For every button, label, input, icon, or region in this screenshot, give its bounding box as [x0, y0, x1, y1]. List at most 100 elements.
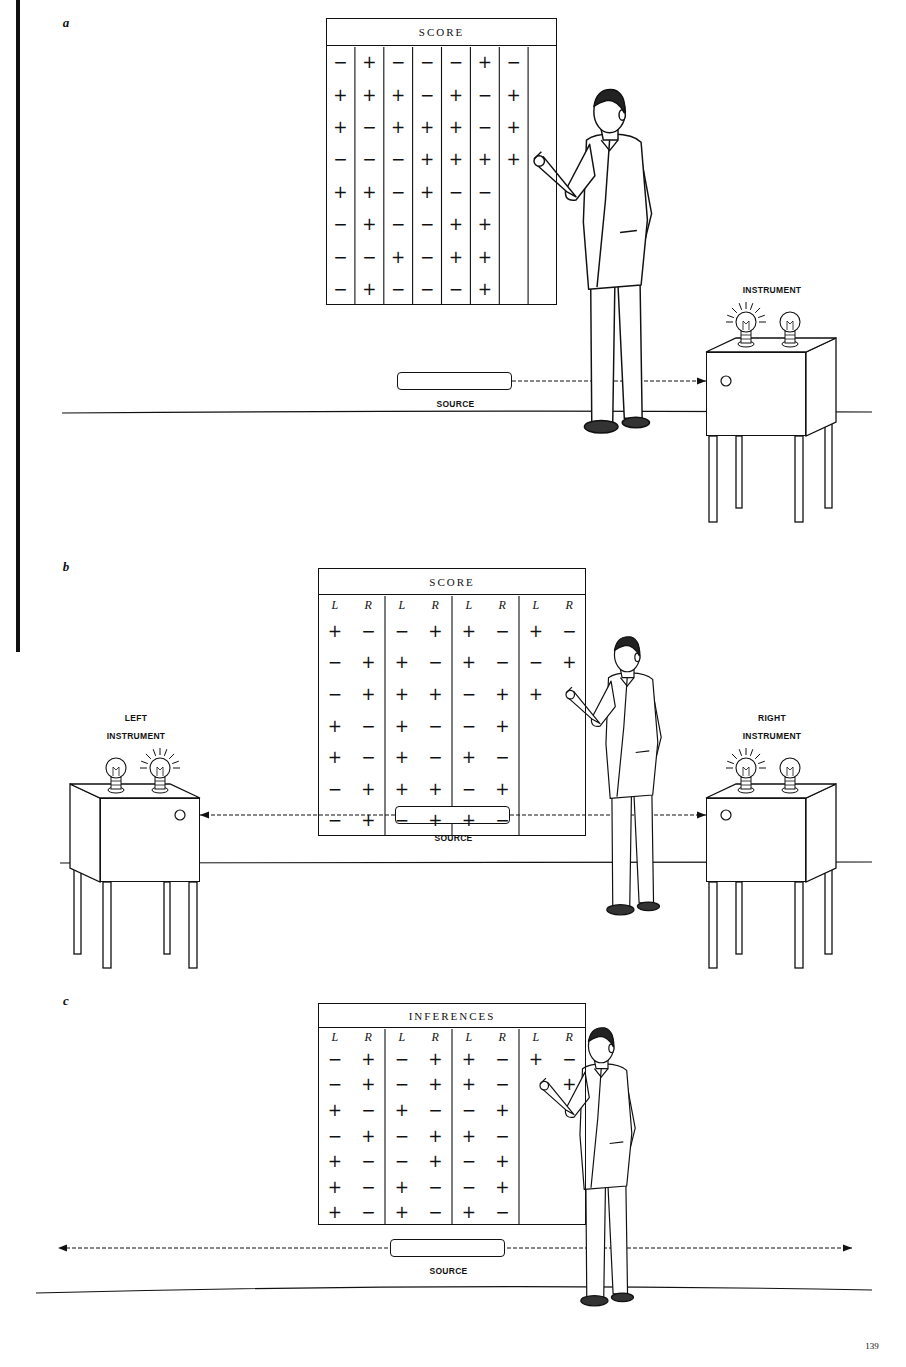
board-heading: SCORE: [327, 19, 556, 46]
table-cell: +: [478, 54, 492, 71]
table-cell: −: [361, 1178, 375, 1195]
column-header: L: [331, 599, 338, 611]
table-cell: +: [428, 1127, 442, 1144]
board-heading: INFERENCES: [319, 1004, 585, 1028]
table-cell: +: [361, 1050, 375, 1067]
table-cell: +: [333, 183, 347, 200]
source-bar: SOURCE: [397, 372, 512, 390]
table-cell: +: [395, 780, 409, 797]
table-cell: −: [333, 151, 347, 168]
table-cell: +: [529, 1050, 543, 1067]
table-cell: +: [362, 216, 376, 233]
table-cell: −: [495, 1050, 509, 1067]
column-header: R: [432, 1031, 439, 1043]
table-cell: +: [328, 1102, 342, 1119]
table-cell: −: [328, 780, 342, 797]
table-cell: −: [462, 780, 476, 797]
table-cell: −: [333, 216, 347, 233]
flight-arrow: [58, 1248, 388, 1249]
flight-arrow: [507, 1248, 852, 1249]
instrument-drawing: [70, 784, 200, 968]
table-cell: +: [478, 151, 492, 168]
table-cell: −: [328, 1050, 342, 1067]
table-cell: −: [361, 1153, 375, 1170]
observer-figure: [540, 1028, 635, 1306]
table-cell: −: [395, 622, 409, 639]
panel-letter: b: [63, 560, 70, 573]
inference-board: INFERENCES: [318, 1003, 586, 1225]
table-cell: +: [362, 281, 376, 298]
table-cell: −: [333, 54, 347, 71]
table-cell: +: [362, 183, 376, 200]
table-cell: +: [462, 812, 476, 829]
table-cell: −: [333, 248, 347, 265]
column-rule: [528, 47, 529, 305]
table-cell: +: [529, 686, 543, 703]
table-cell: −: [361, 749, 375, 766]
column-rule: [470, 47, 471, 305]
table-cell: +: [328, 717, 342, 734]
table-cell: −: [495, 1127, 509, 1144]
table-cell: −: [420, 248, 434, 265]
table-cell: −: [395, 1127, 409, 1144]
observer-figure: [566, 637, 661, 915]
table-cell: +: [449, 151, 463, 168]
table-cell: +: [395, 654, 409, 671]
table-cell: +: [361, 654, 375, 671]
table-cell: −: [428, 1178, 442, 1195]
column-header: L: [398, 1031, 405, 1043]
table-cell: −: [420, 281, 434, 298]
instrument-box: LEFT INSTRUMENT: [100, 798, 200, 882]
table-cell: +: [495, 717, 509, 734]
table-cell: +: [333, 119, 347, 136]
table-cell: +: [328, 1153, 342, 1170]
table-cell: +: [462, 622, 476, 639]
light-bulb: [736, 312, 756, 347]
table-cell: +: [428, 686, 442, 703]
light-rays: [726, 748, 766, 768]
table-cell: −: [328, 1076, 342, 1093]
table-cell: −: [495, 1204, 509, 1221]
column-rule: [518, 1029, 519, 1225]
table-cell: −: [391, 183, 405, 200]
table-cell: +: [495, 1102, 509, 1119]
table-cell: +: [462, 1076, 476, 1093]
score-board: SCORE: [326, 18, 557, 305]
table-cell: +: [391, 119, 405, 136]
column-rule: [412, 47, 413, 305]
table-cell: −: [495, 1076, 509, 1093]
table-cell: +: [391, 248, 405, 265]
table-cell: −: [449, 183, 463, 200]
column-rule: [384, 1029, 385, 1225]
table-cell: −: [478, 86, 492, 103]
particle-path: [510, 815, 706, 816]
table-cell: −: [495, 622, 509, 639]
table-cell: −: [328, 812, 342, 829]
light-bulb: [780, 758, 800, 793]
table-cell: −: [420, 216, 434, 233]
column-header: R: [499, 1031, 506, 1043]
table-cell: −: [391, 216, 405, 233]
table-cell: −: [507, 54, 521, 71]
table-cell: −: [462, 1178, 476, 1195]
table-cell: +: [462, 1204, 476, 1221]
instrument-box: INSTRUMENT: [706, 352, 806, 436]
column-header: L: [398, 599, 405, 611]
table-cell: −: [420, 86, 434, 103]
table-cell: +: [361, 1076, 375, 1093]
table-cell: −: [428, 1102, 442, 1119]
table-cell: +: [529, 622, 543, 639]
table-cell: +: [395, 686, 409, 703]
entry-hole: [721, 810, 731, 820]
column-header: L: [331, 1031, 338, 1043]
table-cell: −: [328, 1127, 342, 1144]
table-cell: −: [361, 1204, 375, 1221]
table-cell: +: [361, 780, 375, 797]
table-cell: +: [462, 749, 476, 766]
table-cell: +: [395, 1102, 409, 1119]
table-cell: +: [395, 1204, 409, 1221]
table-cell: −: [478, 183, 492, 200]
light-rays: [140, 748, 180, 768]
entry-hole: [721, 376, 731, 386]
